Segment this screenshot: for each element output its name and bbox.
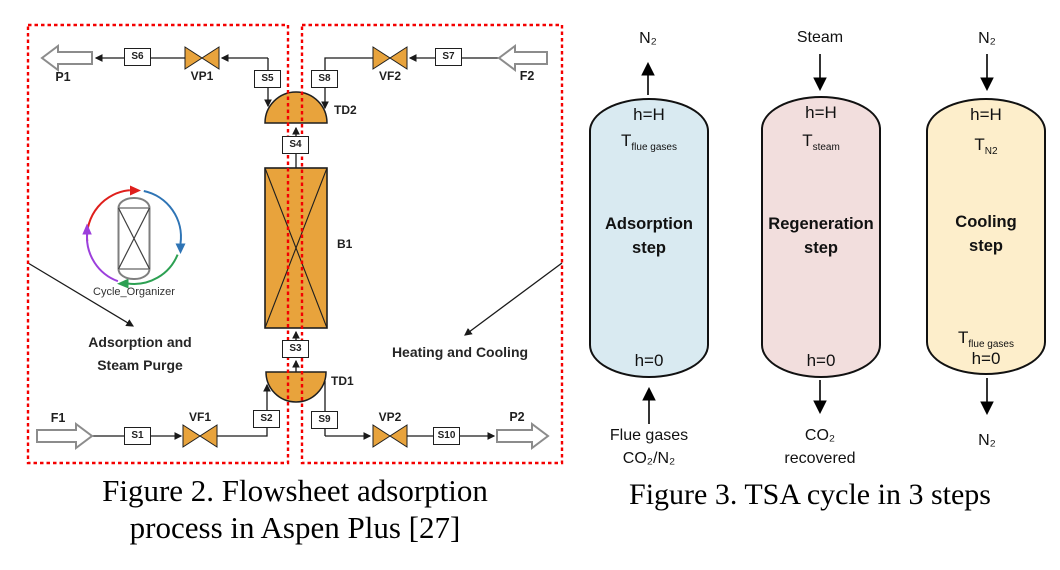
- h-bottom-label: h=0: [806, 351, 836, 370]
- feed-arrow-f2: [497, 44, 548, 72]
- tank-dome-td1: [265, 371, 327, 403]
- h-top-label: h=H: [633, 105, 665, 124]
- stream-label-n2-out: N₂: [639, 30, 657, 47]
- valve-vp2: [372, 424, 408, 448]
- temp-base: T: [802, 131, 813, 150]
- step-line2: step: [969, 237, 1003, 255]
- stream-label-n2-out-bottom: N₂: [978, 432, 996, 449]
- vessel-adsorption-step: h=H Tflue gases Adsorption step h=0: [589, 98, 709, 378]
- temp-label-flue-gases-bottom: Tflue gases: [928, 328, 1044, 350]
- vessel-regeneration-step: h=H Tsteam Regeneration step h=0: [761, 96, 881, 378]
- stream-box-s2: S2: [253, 410, 280, 428]
- figure2-caption-line2: process in Aspen Plus [27]: [129, 510, 461, 545]
- product-arrow-p2: [496, 422, 550, 450]
- stream-label-co2-n2: CO₂/N₂: [622, 450, 676, 467]
- stream-label-recovered: recovered: [784, 450, 856, 467]
- stream-box-s9: S9: [311, 411, 338, 429]
- temp-sub: flue gases: [968, 339, 1014, 350]
- step-line2: step: [632, 239, 666, 257]
- region-left-line2: Steam Purge: [97, 357, 183, 373]
- stream-box-s8: S8: [311, 70, 338, 88]
- stream-label-steam: Steam: [796, 29, 844, 46]
- block-arrows: [36, 44, 550, 450]
- flowsheet-lines: [92, 54, 499, 440]
- temp-sub: flue gases: [631, 142, 677, 153]
- temp-base: T: [974, 135, 985, 154]
- valve-label-vp1: VP1: [190, 69, 214, 83]
- figure3-caption: Figure 3. TSA cycle in 3 steps: [629, 478, 991, 511]
- temp-label-flue-gases: Tflue gases: [591, 131, 707, 153]
- annotation-arrow-left: [27, 262, 135, 327]
- stream-box-s6: S6: [124, 48, 151, 66]
- step-label-regeneration: Regeneration step: [763, 212, 879, 260]
- stream-box-s7: S7: [435, 48, 462, 66]
- temp-sub: steam: [812, 142, 840, 153]
- cycle-organizer-label: Cycle_Organizer: [93, 286, 175, 298]
- dashed-region-left: [26, 23, 290, 465]
- figure2-caption-line1: Figure 2. Flowsheet adsorption: [102, 473, 488, 508]
- product-arrow-p1: [40, 44, 93, 72]
- unit-label-td1: TD1: [331, 374, 354, 388]
- h-bottom-label: h=0: [634, 351, 664, 370]
- product-label-p1: P1: [55, 70, 71, 84]
- cycle-organizer-icon: [82, 185, 186, 289]
- step-line1: Adsorption: [605, 215, 693, 233]
- h-top-label: h=H: [805, 103, 837, 122]
- annotation-arrow-right: [464, 262, 563, 336]
- region-label-adsorption-steam-purge: Adsorption and Steam Purge: [58, 331, 222, 377]
- temp-label-steam: Tsteam: [763, 131, 879, 153]
- temp-base: T: [958, 328, 969, 347]
- unit-label-b1: B1: [337, 237, 353, 251]
- valve-vp1: [184, 46, 220, 70]
- feed-label-f2: F2: [519, 69, 535, 83]
- step-label-adsorption: Adsorption step: [591, 212, 707, 260]
- temp-sub: N2: [984, 146, 998, 157]
- stream-box-s5: S5: [254, 70, 281, 88]
- stream-box-s10: S10: [433, 427, 460, 445]
- stream-label-flue-gases: Flue gases: [609, 427, 689, 444]
- h-top-label: h=H: [970, 105, 1002, 124]
- step-line1: Cooling: [955, 213, 1017, 231]
- temp-base: T: [621, 131, 632, 150]
- valve-label-vp2: VP2: [378, 410, 402, 424]
- step-label-cooling: Cooling step: [928, 210, 1044, 258]
- tank-dome-td2: [264, 91, 328, 124]
- figure2-caption: Figure 2. Flowsheet adsorption process i…: [70, 472, 520, 546]
- product-label-p2: P2: [509, 410, 525, 424]
- feed-arrow-f1: [36, 422, 94, 450]
- stream-label-n2-in: N₂: [978, 30, 996, 47]
- feed-label-f1: F1: [50, 411, 66, 425]
- valve-label-vf2: VF2: [378, 69, 401, 83]
- stream-label-co2: CO₂: [804, 427, 836, 444]
- stream-box-s4: S4: [282, 136, 309, 154]
- adsorber-column-b1: [264, 167, 328, 329]
- stream-box-s1: S1: [124, 427, 151, 445]
- valve-label-vf1: VF1: [188, 410, 211, 424]
- tsa-arrows: [641, 54, 994, 424]
- temp-label-n2: TN2: [928, 135, 1044, 157]
- unit-label-td2: TD2: [334, 103, 357, 117]
- valve-vf1: [182, 424, 218, 448]
- step-line2: step: [804, 239, 838, 257]
- region-left-line1: Adsorption and: [88, 334, 192, 350]
- vessel-cooling-step: h=H TN2 Cooling step Tflue gases h=0: [926, 98, 1046, 375]
- region-label-heating-cooling: Heating and Cooling: [391, 344, 529, 360]
- step-line1: Regeneration: [768, 215, 874, 233]
- h-bottom-label: h=0: [971, 349, 1001, 368]
- stream-box-s3: S3: [282, 340, 309, 358]
- dashed-region-right: [300, 23, 564, 465]
- valve-vf2: [372, 46, 408, 70]
